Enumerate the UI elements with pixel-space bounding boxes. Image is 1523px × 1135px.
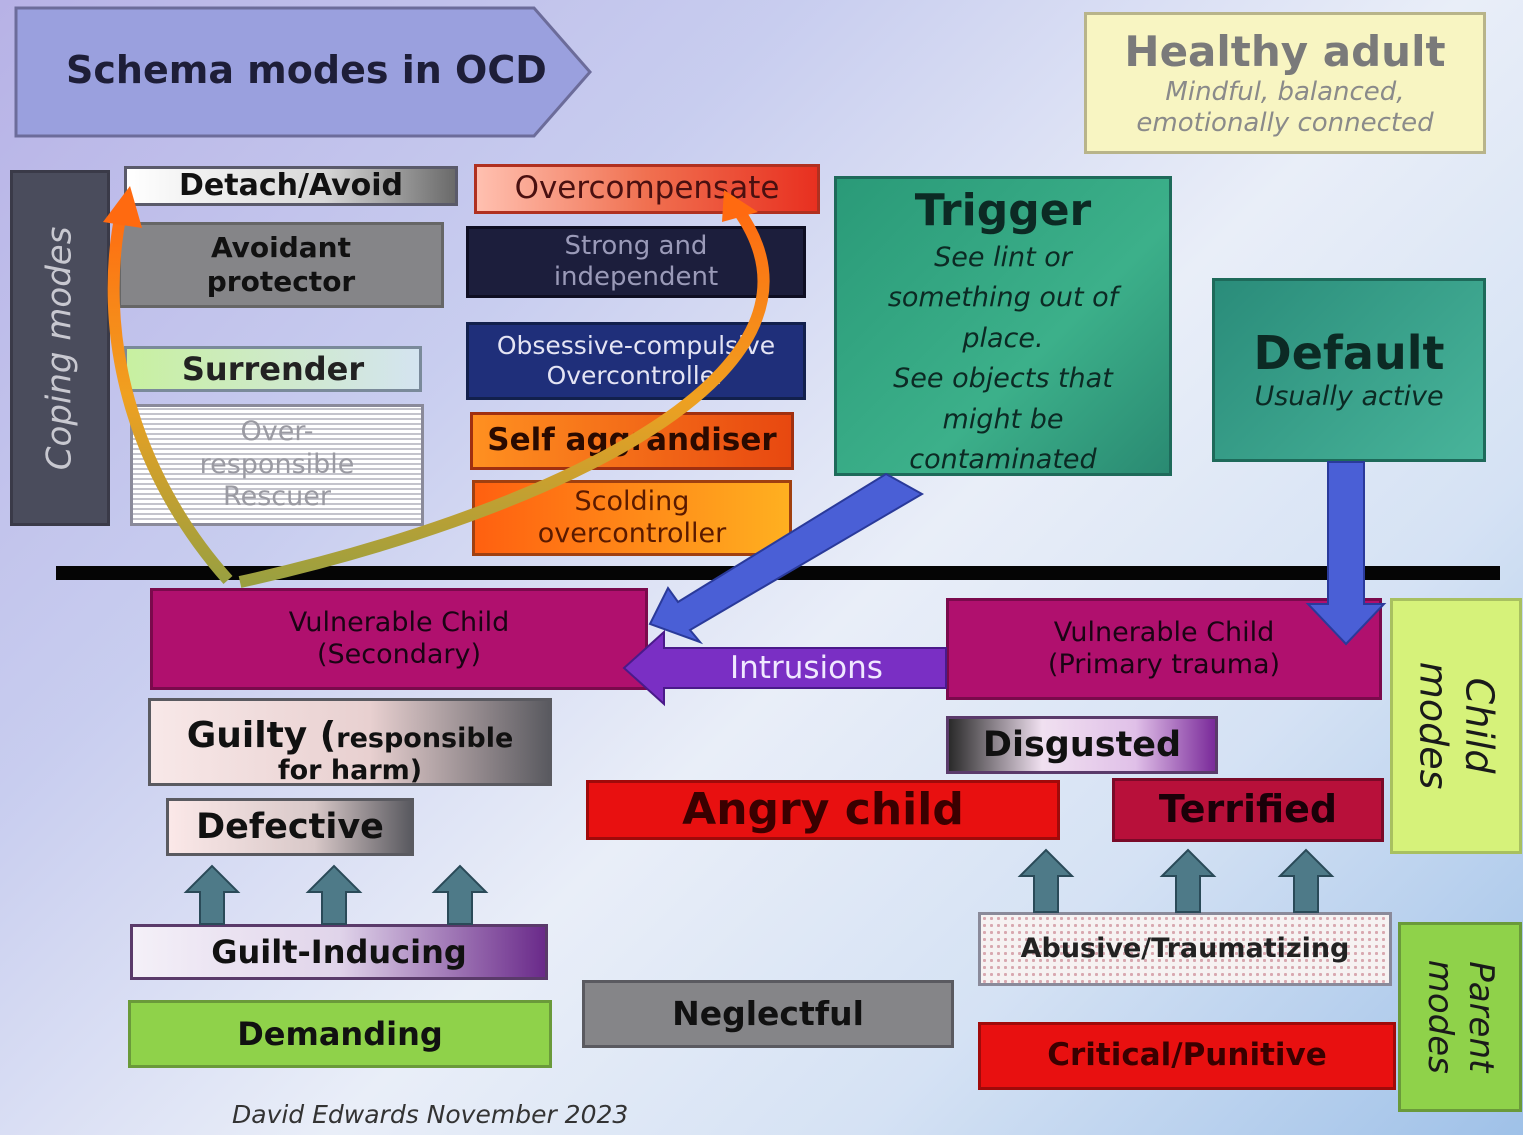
up-arrow-left-2 xyxy=(305,864,363,925)
abusive-traumatizing-box: Abusive/Traumatizing xyxy=(978,912,1392,986)
up-arrow-right-3 xyxy=(1277,848,1335,913)
coping-modes-sidebar: Coping modes xyxy=(10,170,110,526)
healthy-adult-box: Healthy adult Mindful, balanced, emotion… xyxy=(1084,12,1486,154)
up-arrows-right xyxy=(1017,848,1335,913)
neglectful-box: Neglectful xyxy=(582,980,954,1048)
page-title: Schema modes in OCD xyxy=(66,48,547,92)
default-title: Default xyxy=(1253,326,1445,381)
up-arrows-left xyxy=(183,864,489,925)
guilty-box: Guilty (responsible for harm) xyxy=(148,698,552,786)
defective-box: Defective xyxy=(166,798,414,856)
detach-avoid-box: Detach/Avoid xyxy=(124,166,458,206)
terrified-box: Terrified xyxy=(1112,778,1384,842)
intrusions-arrow xyxy=(622,629,947,707)
critical-punitive-box: Critical/Punitive xyxy=(978,1022,1396,1090)
up-arrow-left-1 xyxy=(183,864,241,925)
avoidant-protector-box: Avoidant protector xyxy=(118,222,444,308)
angry-child-box: Angry child xyxy=(586,780,1060,840)
surrender-box: Surrender xyxy=(124,346,422,392)
healthy-adult-title: Healthy adult xyxy=(1124,26,1446,76)
parent-modes-sidebar: Parent modes xyxy=(1398,922,1522,1112)
default-box: Default Usually active xyxy=(1212,278,1486,462)
curved-arrow-to-overcompensate-head xyxy=(722,190,758,222)
curved-arrow-to-detach xyxy=(107,206,233,584)
disgusted-box: Disgusted xyxy=(946,716,1218,774)
up-arrow-left-3 xyxy=(431,864,489,925)
curved-arrow-to-detach-head xyxy=(103,186,142,228)
default-subtitle: Usually active xyxy=(1254,381,1444,413)
curved-arrow-to-overcompensate xyxy=(238,206,770,588)
demanding-box: Demanding xyxy=(128,1000,552,1068)
author-credit: David Edwards November 2023 xyxy=(232,1100,629,1129)
trigger-text: See lint or something out of place. See … xyxy=(887,241,1119,476)
strong-independent-box: Strong and independent xyxy=(466,226,806,298)
guilty-main-text: Guilty ( xyxy=(186,715,337,757)
vulnerable-child-secondary-box: Vulnerable Child (Secondary) xyxy=(150,588,648,690)
trigger-arrow xyxy=(648,472,925,645)
title-banner xyxy=(14,6,592,138)
guilty-sub-text: responsible for harm) xyxy=(277,723,514,786)
intrusions-label: Intrusions xyxy=(730,650,883,686)
child-modes-sidebar: Child modes xyxy=(1390,598,1522,854)
up-arrow-right-1 xyxy=(1017,848,1075,913)
guilt-inducing-box: Guilt-Inducing xyxy=(130,924,548,980)
default-arrow xyxy=(1305,461,1387,646)
trigger-title: Trigger xyxy=(914,185,1092,236)
vulnerable-child-primary-box: Vulnerable Child (Primary trauma) xyxy=(946,598,1382,700)
healthy-adult-subtitle: Mindful, balanced, emotionally connected xyxy=(1136,77,1434,139)
trigger-box: Trigger See lint or something out of pla… xyxy=(834,176,1172,476)
up-arrow-right-2 xyxy=(1159,848,1217,913)
